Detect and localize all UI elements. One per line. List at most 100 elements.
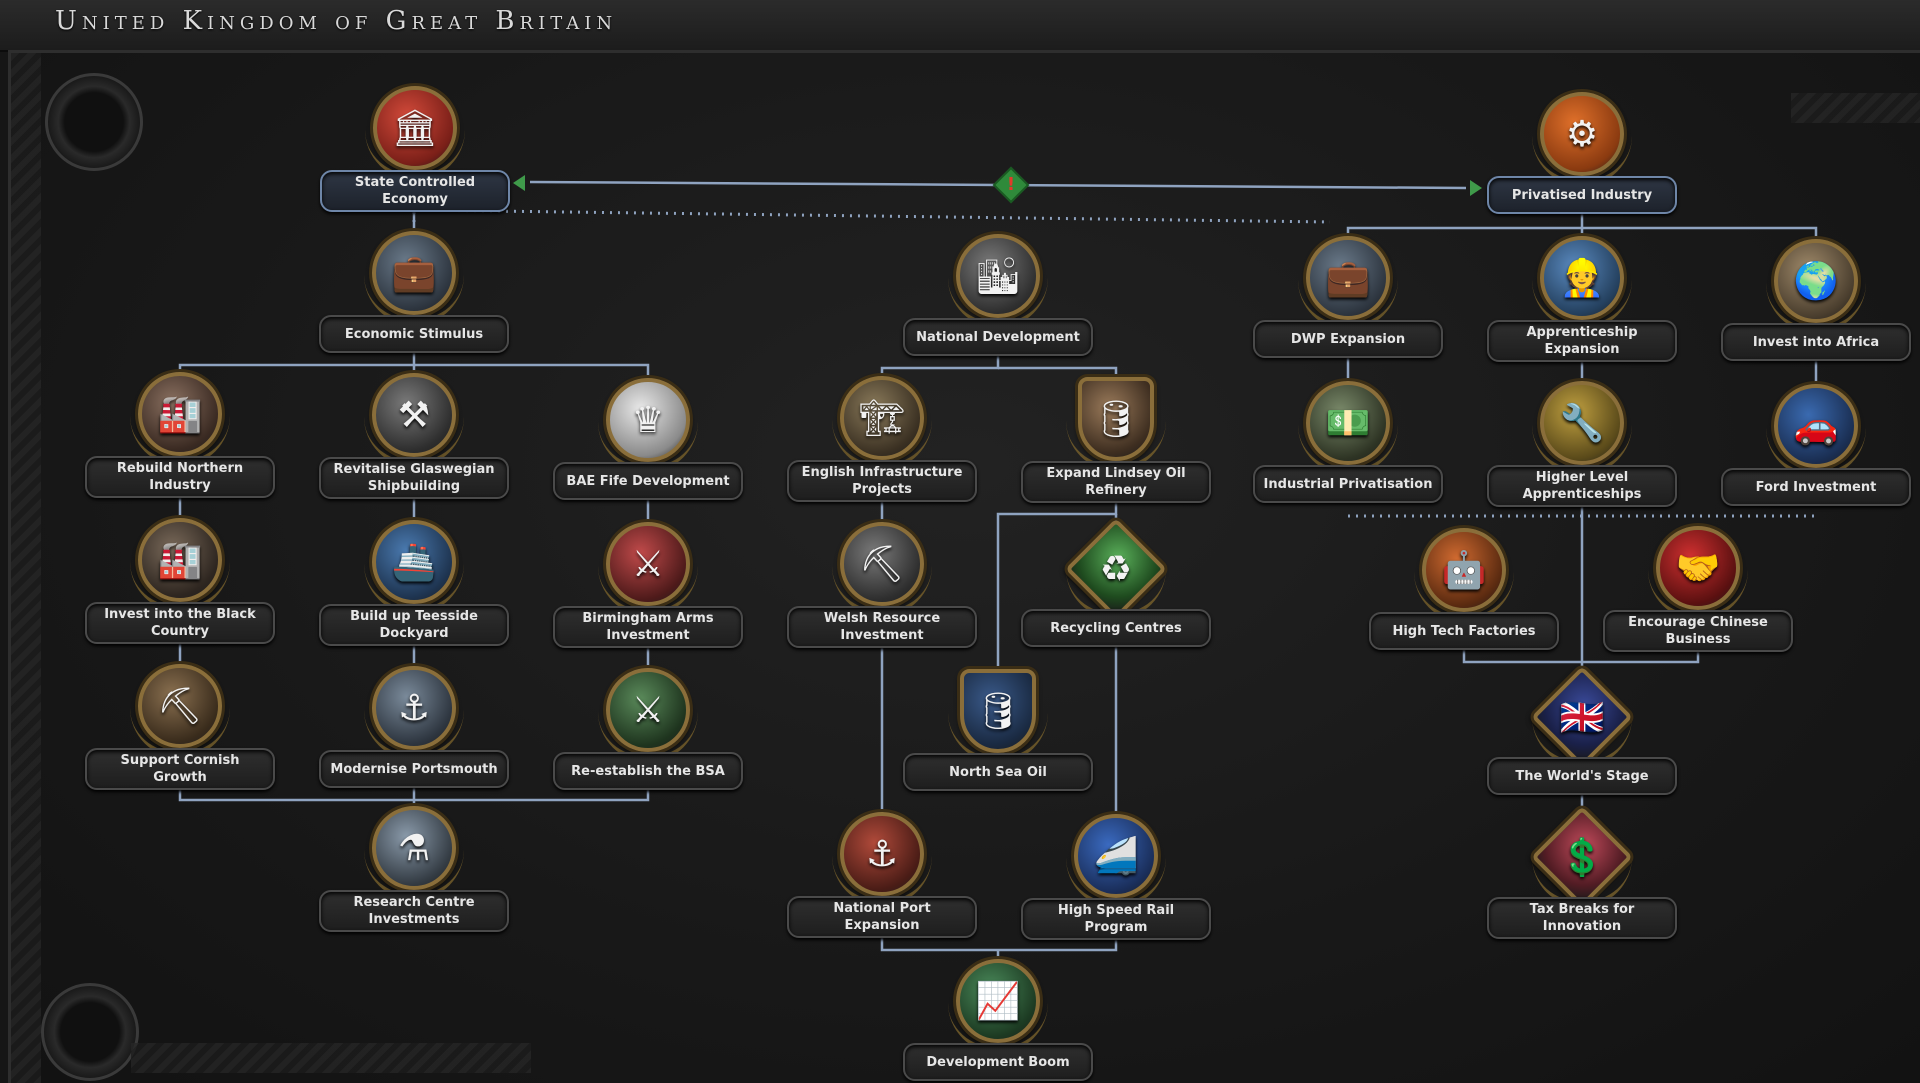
line-lindsey-nsoil — [996, 492, 1118, 680]
exclusive-arrow-right-icon — [1470, 180, 1482, 196]
crossed-hammers-icon-glyph: ⚒ — [397, 394, 431, 436]
engineer-icon-glyph: 🔧 — [1559, 403, 1605, 444]
mining-cart-icon-glyph: ⛏ — [157, 686, 203, 727]
crossed-pickaxes-icon[interactable]: ⛏ — [840, 522, 924, 606]
bottom-frame-decoration — [131, 1043, 531, 1073]
factory-icon[interactable]: 🏭 — [138, 518, 222, 602]
money-stack-icon-glyph: 💵 — [1325, 403, 1371, 444]
focus-label[interactable]: English Infrastructure Projects — [787, 460, 977, 502]
royal-arms-seal-icon[interactable]: ♛ — [606, 378, 690, 462]
dotted-prereq-line — [412, 208, 1331, 224]
focus-label[interactable]: Privatised Industry — [1487, 176, 1677, 214]
focus-label[interactable]: National Development — [903, 318, 1093, 356]
oil-rig-shield-icon[interactable]: 🛢 — [960, 669, 1036, 753]
ford-logo-icon[interactable]: 🚗 — [1774, 384, 1858, 468]
focus-label[interactable]: Rebuild Northern Industry — [85, 456, 275, 498]
money-stack-icon[interactable]: 💵 — [1306, 381, 1390, 465]
factory-icon[interactable]: 🏭 — [138, 372, 222, 456]
briefcase-handshake-icon[interactable]: 💼 — [1306, 236, 1390, 320]
naval-anchor-icon[interactable]: ⚓ — [372, 666, 456, 750]
factory-icon-glyph: 🏭 — [157, 540, 203, 581]
crossed-pickaxes-icon-glyph: ⛏ — [859, 544, 905, 585]
briefcase-handshake-icon[interactable]: 💼 — [372, 231, 456, 315]
focus-label[interactable]: National Port Expansion — [787, 896, 977, 938]
cargo-port-icon[interactable]: ⚓ — [840, 812, 924, 896]
africa-map-icon-glyph: 🌍 — [1793, 261, 1839, 302]
royal-arms-seal-icon-glyph: ♛ — [631, 399, 665, 441]
union-jack-icon-glyph: 🇬🇧 — [1559, 696, 1605, 738]
exclusive-arrow-left-icon — [513, 175, 525, 191]
focus-label[interactable]: Industrial Privatisation — [1253, 465, 1443, 503]
focus-label[interactable]: Research Centre Investments — [319, 890, 509, 932]
focus-label[interactable]: Higher Level Apprenticeships — [1487, 465, 1677, 507]
focus-label[interactable]: High Tech Factories — [1369, 612, 1559, 650]
line-stim-bae — [414, 363, 650, 385]
china-handshake-icon[interactable]: 🤝 — [1656, 526, 1740, 610]
robot-arm-icon-glyph: 🤖 — [1441, 550, 1487, 591]
focus-label[interactable]: Ford Investment — [1721, 468, 1911, 506]
cargo-port-icon-glyph: ⚓ — [865, 833, 899, 875]
factory-icon-glyph: 🏭 — [157, 394, 203, 435]
privatisation-badge-icon-glyph: ⚙ — [1565, 113, 1599, 155]
construction-icon-glyph: 🏗 — [859, 398, 905, 439]
government-building-icon[interactable]: 🏛 — [373, 86, 457, 170]
window-title: United Kingdom of Great Britain — [55, 6, 618, 36]
workers-icon[interactable]: 👷 — [1540, 236, 1624, 320]
tank-icon-glyph: ⚔ — [631, 543, 665, 585]
focus-label[interactable]: Invest into the Black Country — [85, 602, 275, 644]
laboratory-flask-icon[interactable]: ⚗ — [372, 806, 456, 890]
focus-label[interactable]: Support Cornish Growth — [85, 748, 275, 790]
africa-map-icon[interactable]: 🌍 — [1774, 239, 1858, 323]
focus-label[interactable]: Apprenticeship Expansion — [1487, 320, 1677, 362]
top-left-corner-ornament-icon — [45, 73, 143, 171]
focus-label[interactable]: Expand Lindsey Oil Refinery — [1021, 461, 1211, 503]
oil-refinery-icon[interactable]: 🛢 — [1078, 377, 1154, 461]
focus-label[interactable]: DWP Expansion — [1253, 320, 1443, 358]
city-skyline-icon-glyph: 🏙 — [975, 256, 1021, 297]
construction-icon[interactable]: 🏗 — [840, 376, 924, 460]
line-priv-africa — [1582, 226, 1818, 250]
focus-label[interactable]: BAE Fife Development — [553, 462, 743, 500]
briefcase-handshake-icon-glyph: 💼 — [1325, 258, 1371, 299]
focus-label[interactable]: Recycling Centres — [1021, 609, 1211, 647]
city-skyline-icon[interactable]: 🏙 — [956, 234, 1040, 318]
recycling-icon-glyph: ♻ — [1099, 548, 1133, 590]
crossed-rifles-icon-glyph: ⚔ — [631, 689, 665, 731]
rising-graph-icon[interactable]: 📈 — [956, 959, 1040, 1043]
laboratory-flask-icon-glyph: ⚗ — [397, 827, 431, 869]
shipyard-crane-icon[interactable]: 🚢 — [372, 520, 456, 604]
focus-label[interactable]: Development Boom — [903, 1043, 1093, 1081]
china-handshake-icon-glyph: 🤝 — [1675, 548, 1721, 589]
crossed-hammers-icon[interactable]: ⚒ — [372, 373, 456, 457]
tank-icon[interactable]: ⚔ — [606, 522, 690, 606]
shipyard-crane-icon-glyph: 🚢 — [391, 542, 437, 583]
workers-icon-glyph: 👷 — [1559, 258, 1605, 299]
privatisation-badge-icon[interactable]: ⚙ — [1540, 92, 1624, 176]
left-frame-decoration — [11, 53, 41, 1083]
mining-cart-icon[interactable]: ⛏ — [138, 664, 222, 748]
focus-label[interactable]: Invest into Africa — [1721, 323, 1911, 361]
focus-label[interactable]: Revitalise Glaswegian Shipbuilding — [319, 457, 509, 499]
crossed-rifles-icon[interactable]: ⚔ — [606, 668, 690, 752]
oil-rig-shield-icon-glyph: 🛢 — [975, 691, 1021, 732]
focus-label[interactable]: State Controlled Economy — [320, 170, 510, 212]
focus-label[interactable]: Encourage Chinese Business — [1603, 610, 1793, 652]
window-titlebar: United Kingdom of Great Britain — [0, 0, 1920, 52]
focus-label[interactable]: Tax Breaks for Innovation — [1487, 897, 1677, 939]
naval-anchor-icon-glyph: ⚓ — [397, 687, 431, 729]
focus-label[interactable]: High Speed Rail Program — [1021, 898, 1211, 940]
focus-label[interactable]: Modernise Portsmouth — [319, 750, 509, 788]
focus-label[interactable]: The World's Stage — [1487, 757, 1677, 795]
ford-logo-icon-glyph: 🚗 — [1793, 406, 1839, 447]
robot-arm-icon[interactable]: 🤖 — [1422, 528, 1506, 612]
focus-label[interactable]: Welsh Resource Investment — [787, 606, 977, 648]
taxes-sign-icon-glyph: 💲 — [1559, 836, 1605, 878]
focus-label[interactable]: Re-establish the BSA — [553, 752, 743, 790]
high-speed-train-icon-glyph: 🚄 — [1093, 836, 1139, 877]
engineer-icon[interactable]: 🔧 — [1540, 381, 1624, 465]
focus-label[interactable]: Economic Stimulus — [319, 315, 509, 353]
high-speed-train-icon[interactable]: 🚄 — [1074, 814, 1158, 898]
focus-label[interactable]: Birmingham Arms Investment — [553, 606, 743, 648]
focus-label[interactable]: North Sea Oil — [903, 753, 1093, 791]
focus-label[interactable]: Build up Teesside Dockyard — [319, 604, 509, 646]
